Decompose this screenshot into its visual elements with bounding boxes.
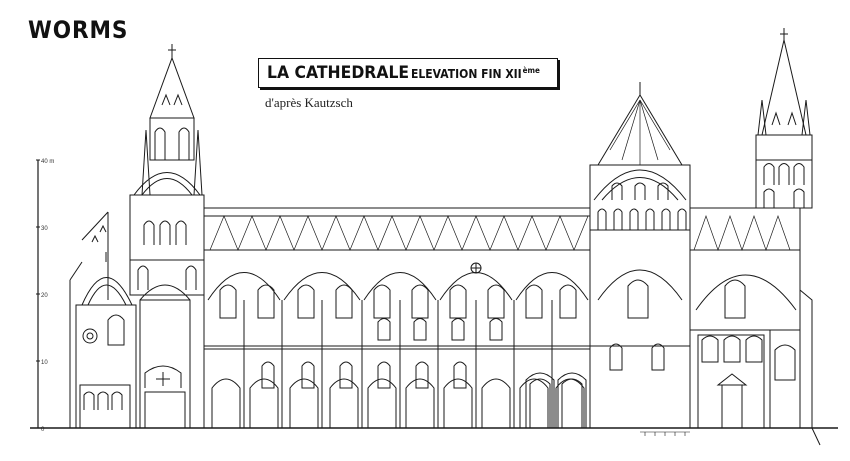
east-tower xyxy=(755,28,813,209)
title-box: LA CATHEDRALE ELEVATION FIN XIIème xyxy=(258,58,558,88)
ground-stones xyxy=(640,431,690,436)
scale-tick-10: 10 xyxy=(41,360,48,366)
nave-roof xyxy=(203,207,591,251)
west-choir xyxy=(69,211,191,429)
title-sub-text: ELEVATION FIN XII xyxy=(411,66,523,81)
title-main: LA CATHEDRALE xyxy=(267,63,410,83)
scale-tick-0: 0 xyxy=(41,427,45,433)
scale-tick-40: 40 m xyxy=(41,159,54,165)
height-scale: 40 m 30 20 10 0 xyxy=(36,159,54,433)
scale-tick-20: 20 xyxy=(41,293,48,299)
nave-bays xyxy=(203,249,591,429)
crossing-tower xyxy=(589,82,691,429)
title-sup: ème xyxy=(523,65,541,75)
east-choir xyxy=(689,207,821,446)
location-label: WORMS xyxy=(28,16,129,44)
credit-text: d'après Kautzsch xyxy=(265,95,353,110)
title-sub: ELEVATION FIN XIIème xyxy=(411,66,540,81)
west-octagon-tower xyxy=(129,44,205,296)
scale-tick-30: 30 xyxy=(41,226,48,232)
